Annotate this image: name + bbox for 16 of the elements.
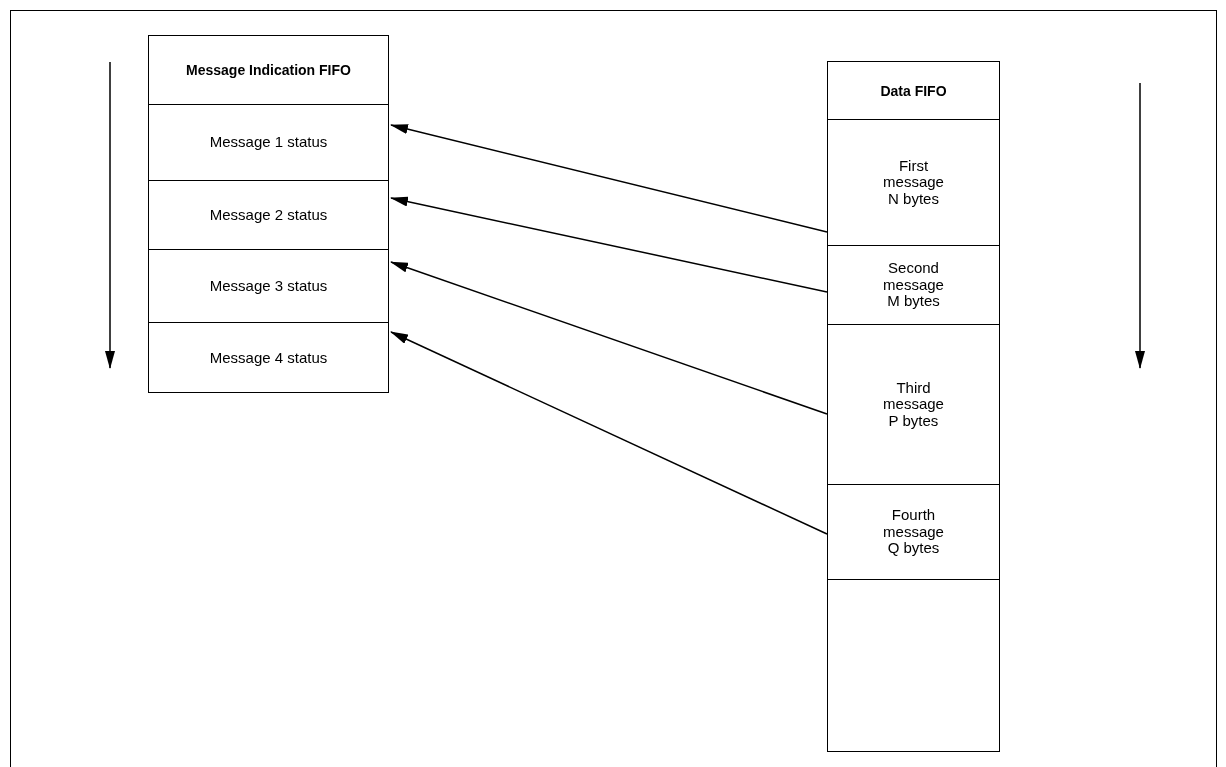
arrow bbox=[390, 196, 828, 293]
table-heading: Message Indication FIFO bbox=[186, 62, 351, 78]
row-label: Fourth message Q bytes bbox=[882, 507, 945, 557]
table-heading: Data FIFO bbox=[880, 82, 947, 99]
arrow bbox=[390, 331, 828, 535]
row-label: Third message P bytes bbox=[882, 379, 945, 430]
row-label: Message 4 status bbox=[209, 350, 328, 367]
row-label: Message 2 status bbox=[209, 206, 328, 224]
arrow bbox=[390, 124, 828, 233]
row-label: Message 1 status bbox=[209, 134, 328, 151]
row-label: First message N bytes bbox=[882, 157, 945, 208]
row-label: Second message M bytes bbox=[882, 260, 945, 310]
fifo-table bbox=[827, 61, 1000, 752]
fifo-table bbox=[148, 35, 389, 393]
arrow bbox=[390, 261, 828, 415]
row-label: Message 3 status bbox=[209, 277, 328, 295]
